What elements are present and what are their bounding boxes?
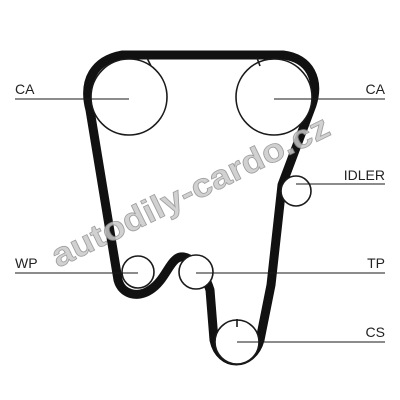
camshaft-pulley-right bbox=[235, 58, 313, 136]
label-cs: CS bbox=[366, 324, 385, 340]
idler-pulley bbox=[280, 175, 312, 207]
water-pump-pulley bbox=[121, 255, 155, 289]
timing-mark-ca-right bbox=[256, 57, 261, 67]
timing-mark-ca-left bbox=[146, 57, 152, 67]
label-tp: TP bbox=[367, 255, 385, 271]
label-ca-right: CA bbox=[366, 81, 386, 97]
tensioner-pulley bbox=[178, 254, 214, 290]
label-wp: WP bbox=[15, 255, 38, 271]
label-idler: IDLER bbox=[344, 167, 385, 183]
camshaft-pulley-left bbox=[90, 58, 168, 136]
label-ca-left: CA bbox=[15, 81, 35, 97]
